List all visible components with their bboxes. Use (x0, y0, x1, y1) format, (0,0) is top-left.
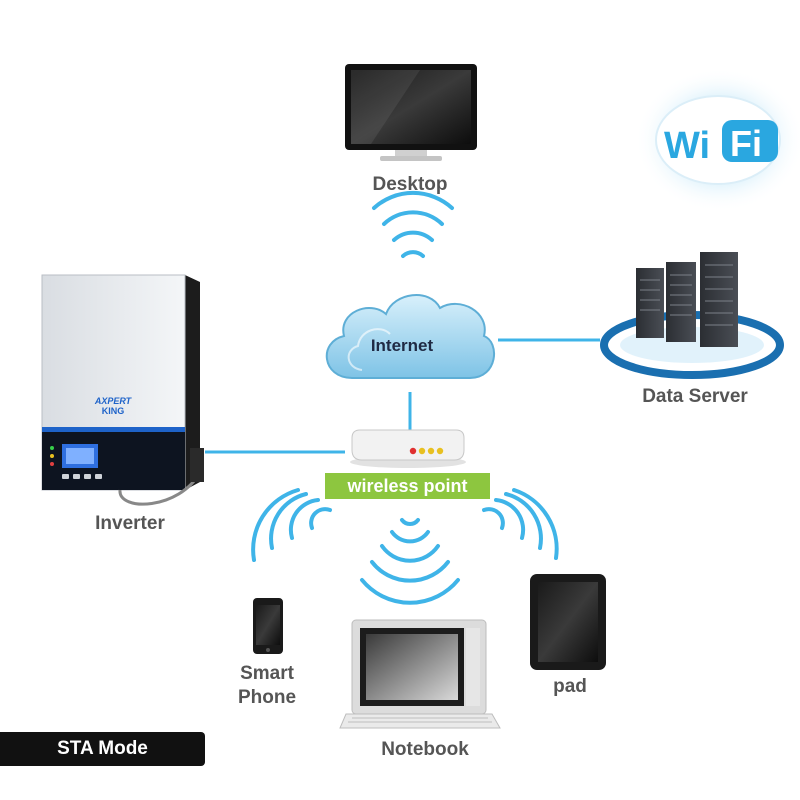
connection-lines (205, 338, 600, 454)
internet-label: Internet (370, 336, 434, 355)
wireless-signal-icon (251, 488, 559, 605)
inverter-icon: AXPERT KING (41, 274, 204, 506)
notebook-label: Notebook (381, 739, 469, 760)
data-server-label: Data Server (642, 386, 748, 407)
desktop-label: Desktop (372, 174, 448, 195)
pad-icon (530, 574, 606, 670)
notebook-icon (339, 619, 501, 729)
smart-phone-label: Smart Phone (237, 663, 297, 708)
inverter-label: Inverter (95, 513, 165, 534)
smart-phone-icon (253, 598, 283, 654)
pad-label: pad (553, 676, 587, 697)
mode-badge: STA Mode (0, 732, 205, 766)
inverter-brand-line-2: KING (102, 406, 125, 416)
wireless-point-icon (350, 429, 466, 468)
desktop-icon (345, 64, 477, 161)
wifi-logo-wi: Wi (664, 125, 710, 167)
inverter-brand-line-1: AXPERT (94, 396, 133, 406)
wifi-logo: Wi Fi (664, 120, 778, 167)
internet-cloud-icon (325, 294, 496, 379)
desktop-signal-icon (372, 190, 454, 258)
data-server-icon (600, 252, 784, 379)
wireless-point-label: wireless point (325, 473, 490, 499)
wifi-logo-fi: Fi (730, 123, 762, 164)
